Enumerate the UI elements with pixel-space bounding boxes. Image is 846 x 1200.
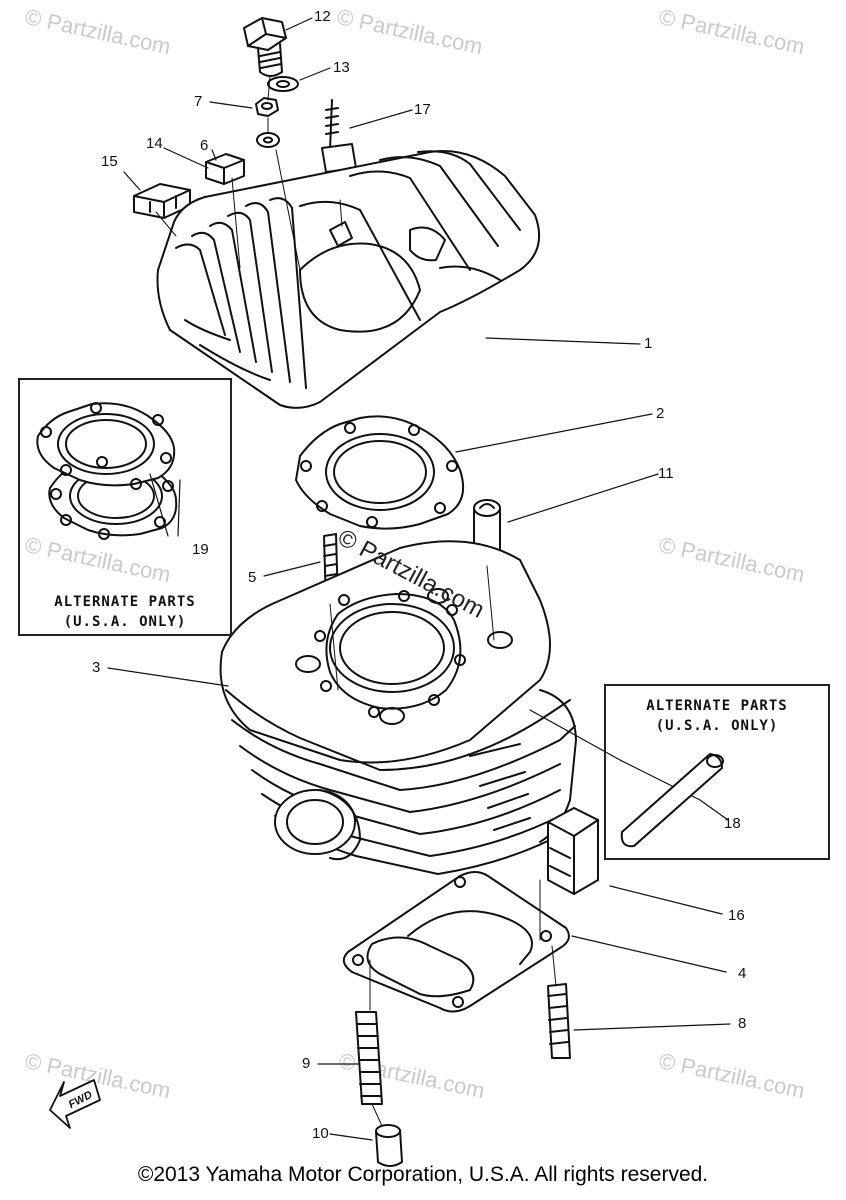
callout-16: 16 [728,907,745,924]
part-3-cylinder [219,540,577,875]
alternate-parts-title: ALTERNATE PARTS [54,594,196,610]
alternate-parts-region: (U.S.A. ONLY) [655,718,779,734]
alternate-parts-box-left: ALTERNATE PARTS (U.S.A. ONLY) [18,378,232,636]
part-18-alternate-pin [620,753,724,848]
callout-13: 13 [333,59,350,76]
callout-1: 1 [644,335,653,352]
part-6-cap [205,153,245,185]
part-16-block [547,807,599,895]
alternate-parts-title: ALTERNATE PARTS [646,698,788,714]
assembly-lines [155,75,557,1127]
part-1-cylinder-head [156,150,541,409]
fwd-arrow-icon [49,1079,101,1129]
callout-8: 8 [738,1015,747,1032]
part-8-stud [547,983,571,1059]
callout-18: 18 [724,815,741,832]
part-7-nut [255,97,280,148]
callout-10: 10 [312,1125,329,1142]
callout-4: 4 [738,965,747,982]
part-15-block [133,183,191,219]
callout-17: 17 [414,101,431,118]
callout-7: 7 [194,93,203,110]
part-9-stud [355,1011,383,1105]
part-10-collar [375,1124,403,1167]
alternate-parts-box-right: ALTERNATE PARTS (U.S.A. ONLY) [604,684,830,860]
callout-15: 15 [101,153,118,170]
callout-2: 2 [656,405,665,422]
part-4-base-gasket [342,871,570,1013]
callout-12: 12 [314,8,331,25]
leader-lines [107,17,731,1141]
part-13-washer [267,76,299,92]
callout-11: 11 [658,465,674,482]
callout-19: 19 [192,541,209,558]
part-12-bolt [243,17,287,77]
alternate-parts-region: (U.S.A. ONLY) [63,614,187,630]
copyright-notice: ©2013 Yamaha Motor Corporation, U.S.A. A… [137,1163,709,1186]
callout-9: 9 [302,1055,311,1072]
callout-3: 3 [92,659,101,676]
part-19-alternate-gaskets [36,402,181,540]
callout-14: 14 [146,135,163,152]
callout-6: 6 [200,137,209,154]
callout-5: 5 [248,569,257,586]
part-2-head-gasket [295,415,464,530]
